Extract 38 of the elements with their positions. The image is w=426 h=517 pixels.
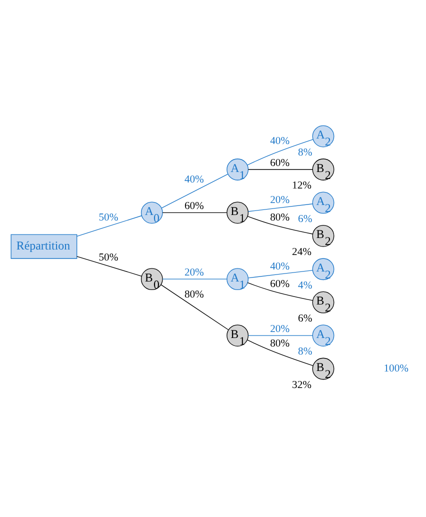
edge-label: 20% <box>184 268 204 279</box>
node-label: 24% <box>292 247 312 258</box>
node-label: 8% <box>298 147 312 158</box>
edge-label: 80% <box>270 338 290 350</box>
connector <box>161 174 228 208</box>
connector <box>160 284 229 330</box>
connector <box>248 335 313 336</box>
node-label: 6% <box>298 313 312 324</box>
connector <box>247 282 313 301</box>
edge-label: 50% <box>98 212 118 224</box>
node-box: Répartition <box>10 234 78 259</box>
connector <box>247 340 314 366</box>
edge-label: 60% <box>270 278 290 290</box>
edge-label: 40% <box>270 262 290 273</box>
connector <box>248 169 313 170</box>
connector <box>248 270 313 278</box>
connector <box>247 139 314 166</box>
connector <box>76 256 142 276</box>
node-label: 6% <box>298 214 312 225</box>
label: 100% <box>384 363 408 374</box>
node-label: 8% <box>298 346 312 358</box>
edge-label: 40% <box>184 174 204 186</box>
edge-label: 60% <box>270 158 290 170</box>
connector <box>247 216 313 234</box>
connector <box>162 212 228 213</box>
edge-label: 40% <box>270 136 290 148</box>
node-label: 4% <box>298 280 312 292</box>
edge-label: 20% <box>270 324 290 336</box>
edge-label: 80% <box>270 212 290 224</box>
edge-label: 50% <box>98 252 118 264</box>
connector <box>162 278 228 280</box>
node-label: 12% <box>292 180 312 192</box>
connector <box>76 215 142 237</box>
edge-label: 20% <box>270 195 290 206</box>
edge-label: 60% <box>184 201 204 212</box>
edge-label: 80% <box>184 290 204 301</box>
node-label: 32% <box>292 380 312 391</box>
connector <box>248 204 313 212</box>
